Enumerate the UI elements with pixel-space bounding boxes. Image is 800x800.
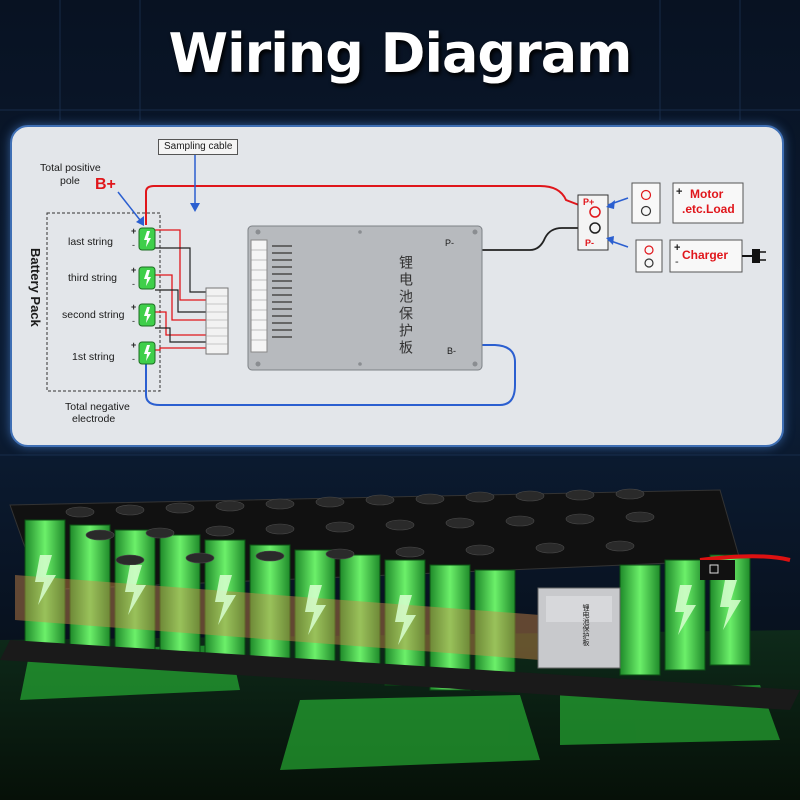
p-minus-wire [480,227,590,251]
board-p-minus-label: P- [445,238,454,248]
sampling-cable-label: Sampling cable [158,139,239,155]
battery-pack-label: Battery Pack [28,248,43,327]
load-terminals [631,182,661,224]
p-plus-terminal-label: P+ [583,197,595,207]
cell-plus-4: + [131,340,137,350]
string-label-last: last string [68,236,113,248]
b-plus-label: B+ [95,176,116,193]
sampling-connector [205,287,229,355]
motor-box [672,182,744,224]
cell-plus-1: + [131,226,137,236]
motor-plus: + [676,186,683,198]
cell-plus-3: + [131,302,137,312]
positive-wire [145,185,593,225]
string-label-first: 1st string [72,351,115,363]
negative-wire [145,344,516,406]
board-b-minus-label: B- [447,346,456,356]
cell-minus-3: - [132,316,135,326]
terminal-block [577,194,609,251]
charger-label: Charger [682,248,729,262]
bms-board [247,225,483,371]
pole-label: pole [60,175,80,187]
mini-bms-label: 锂电池保护板 [582,604,590,646]
p-minus-terminal-label: P- [585,238,594,248]
cell-minus-1: - [132,240,135,250]
cell-minus-4: - [132,354,135,364]
terminal-icon [589,206,601,218]
electrode-label: electrode [72,413,116,425]
motor-label: Motor [690,187,724,201]
charger-minus: - [675,256,679,268]
cell-minus-2: - [132,279,135,289]
bms-board-label: 锂电池保护板 [397,255,413,357]
cell-plus-2: + [131,265,137,275]
plug-icon [742,249,766,263]
charger-box [669,239,743,273]
string-label-third: third string [68,272,118,284]
string-label-second: second string [62,309,125,321]
battery-cell-icon [138,227,156,365]
etc-load-label: .etc.Load [682,202,735,216]
battery-pack-frame [46,212,161,392]
page-title: Wiring Diagram [168,22,633,85]
total-positive-label: Total positive [40,162,101,174]
charger-plus: + [674,242,681,254]
total-negative-label: Total negative [65,401,130,413]
